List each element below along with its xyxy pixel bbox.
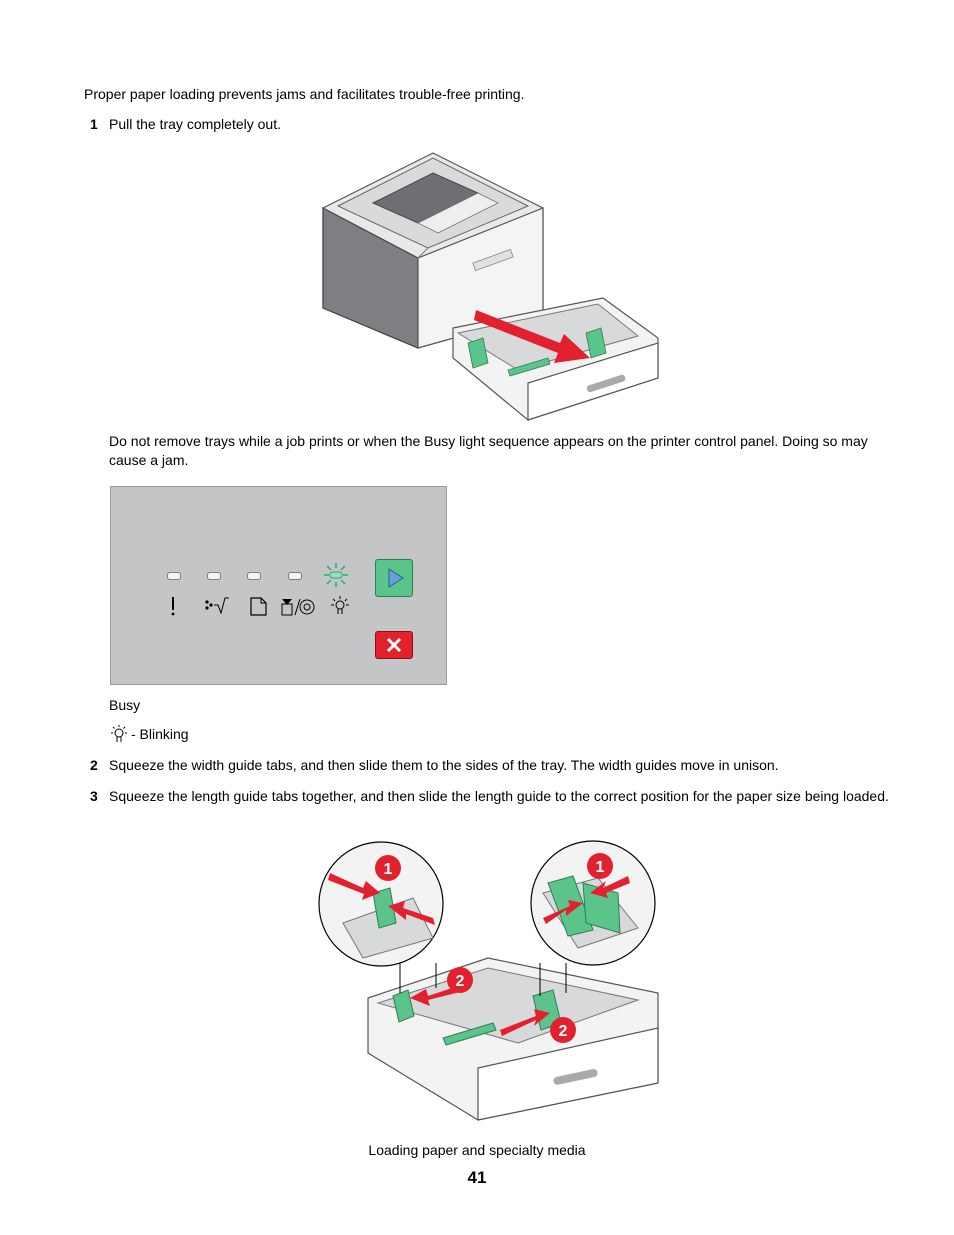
toner-icon [281,598,315,616]
warning-note: Do not remove trays while a job prints o… [109,433,868,468]
step-1-number: 1 [90,116,98,132]
callout-2-left: 2 [456,973,465,990]
attention-light [167,572,181,580]
go-button[interactable] [375,559,413,597]
blinking-legend: - Blinking [131,726,189,742]
step-2-text: Squeeze the width guide tabs, and then s… [109,757,779,773]
step-3-text: Squeeze the length guide tabs together, … [109,788,889,804]
load-paper-icon [250,597,267,616]
printer-tray-illustration [322,152,659,421]
callout-1-left: 1 [384,861,393,878]
stop-button[interactable] [375,631,413,659]
control-panel-figure [110,486,447,685]
panel-caption: Busy [109,697,141,713]
attention-icon [171,597,175,616]
page-number: 41 [467,1168,487,1187]
play-icon [388,568,404,588]
callout-2-right: 2 [559,1023,568,1040]
panel-symbols-row [171,596,349,616]
blinking-light-icon [111,725,127,742]
ready-icon [331,596,349,614]
toner-light [288,572,302,580]
paper-jam-light [207,572,221,580]
load-paper-light [247,572,261,580]
ready-light-blinking-icon [324,563,348,587]
step-3-number: 3 [90,788,98,804]
footer-section-title: Loading paper and specialty media [368,1142,586,1158]
callout-1-right: 1 [596,859,605,876]
paper-jam-icon [205,597,229,615]
close-icon [386,637,402,653]
step-2-number: 2 [90,757,98,773]
intro-paragraph: Proper paper loading prevents jams and f… [84,86,525,102]
step-1-text: Pull the tray completely out. [109,116,281,132]
tray-guides-illustration: 1 1 2 2 [318,840,659,1121]
